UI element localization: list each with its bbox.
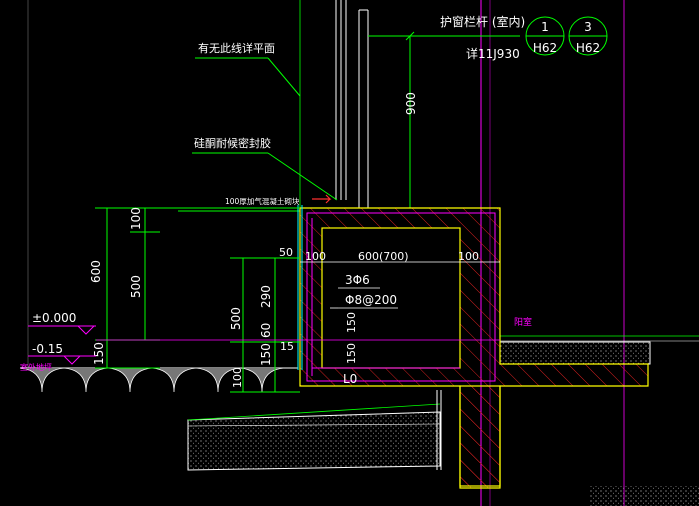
rebar-stirrup-text: Φ8@200 [345,293,397,307]
level-minus: -0.15 [28,342,96,365]
dim-60-text: 60 [259,323,273,338]
level-zero: ±0.000 [28,311,96,335]
dim-50-text: 50 [279,246,293,259]
slab-dotted [187,403,441,471]
dim-600-text: 600 [89,260,103,283]
column-section [436,385,501,487]
indoor-label: 阳室 [514,316,532,328]
svg-text:H62: H62 [576,41,600,55]
corner-fill [590,486,699,506]
rail-label: 护窗栏杆 (室内) [440,14,525,29]
dim-150-bot-text: 150 [92,342,106,365]
dim-15-text: 15 [280,340,294,353]
dim-500-mid-text: 500 [129,275,143,298]
rebar-top-text: 3Φ6 [345,273,370,287]
sealant-note: 硅酮耐候密封胶 [194,136,271,150]
dim-900-text: 900 [404,92,418,115]
flat-note: 有无此线详平面 [198,41,275,55]
dim-500-right-text: 500 [229,307,243,330]
dim-150-right-text: 150 [259,343,273,366]
concrete-note: 100厚加气混凝土砌块 [225,196,300,206]
svg-text:±0.000: ±0.000 [32,311,76,325]
outdoor-label: 室外地坪 [20,362,52,372]
dim-900 [370,31,460,209]
dim-150-c1-text: 150 [345,312,358,333]
dim-600-700-text: 600(700) [358,250,409,263]
concrete-beam-section [299,207,649,489]
svg-text:1: 1 [541,20,549,34]
indoor-floor [499,335,699,365]
rail-ref: 详11J930 [466,46,520,61]
dim-290-text: 290 [259,285,273,308]
svg-text:H62: H62 [533,41,557,55]
dim-100-top-text: 100 [129,207,143,230]
dim-150-c2-text: 150 [345,343,358,364]
dim-100-a-text: 100 [305,250,326,263]
beam-label: L0 [343,372,357,386]
detail-bubble-2: 3 H62 [568,16,608,56]
svg-text:3: 3 [584,20,592,34]
window-frame [335,0,369,208]
dim-100-b-text: 100 [458,250,479,263]
outdoor-ground [19,367,298,393]
svg-text:-0.15: -0.15 [32,342,63,356]
detail-bubble-1: 1 H62 [525,16,565,56]
dim-100-bot-text: 100 [231,367,244,388]
